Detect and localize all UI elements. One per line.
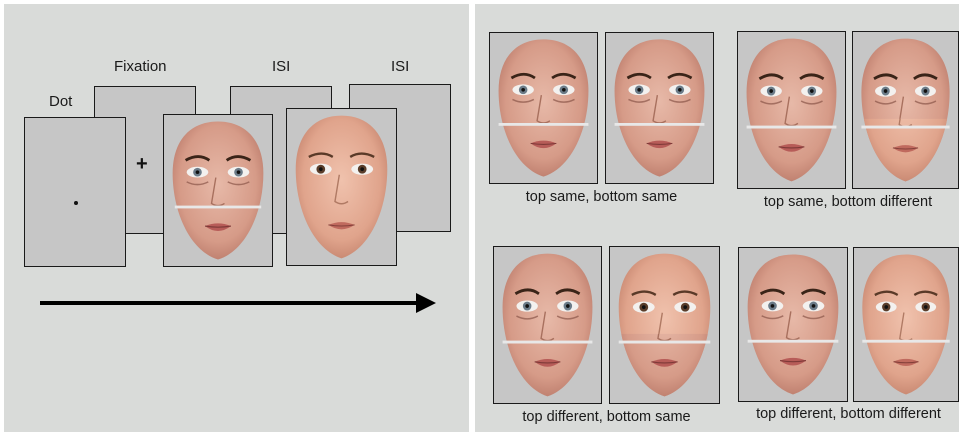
face-image: [738, 32, 845, 188]
face-image: [287, 109, 396, 265]
fixation-cross: +: [136, 153, 148, 176]
face-image: [739, 248, 847, 401]
condition-3-face-a: [493, 246, 602, 404]
face-image: [494, 247, 601, 403]
condition-3-face-b: [609, 246, 720, 404]
condition-2-face-b: [852, 31, 959, 189]
face-image: [164, 115, 272, 266]
isi-label-2: ISI: [391, 58, 409, 75]
face-image: [854, 248, 958, 401]
condition-4-caption: top different, bottom different: [738, 406, 959, 422]
condition-2-face-a: [737, 31, 846, 189]
dot-label: Dot: [49, 93, 72, 110]
dot-card: [24, 117, 126, 267]
first-face-card: [163, 114, 273, 267]
isi-label-1: ISI: [272, 58, 290, 75]
second-face-card: [286, 108, 397, 266]
face-image: [490, 33, 597, 183]
condition-3-caption: top different, bottom same: [493, 409, 720, 425]
time-arrow: [40, 292, 440, 314]
fixation-label: Fixation: [114, 58, 167, 75]
condition-1-face-a: [489, 32, 598, 184]
condition-1-face-b: [605, 32, 714, 184]
condition-4-face-a: [738, 247, 848, 402]
condition-4-face-b: [853, 247, 959, 402]
procedure-panel: Dot Fixation ISI ISI +: [4, 4, 469, 432]
face-image: [610, 247, 719, 403]
conditions-panel: top same, bottom same top same, bottom d…: [475, 4, 959, 432]
face-image: [853, 32, 958, 188]
condition-2-caption: top same, bottom different: [737, 194, 959, 210]
condition-1-caption: top same, bottom same: [489, 189, 714, 205]
dot-mark: [74, 201, 78, 205]
face-image: [606, 33, 713, 183]
